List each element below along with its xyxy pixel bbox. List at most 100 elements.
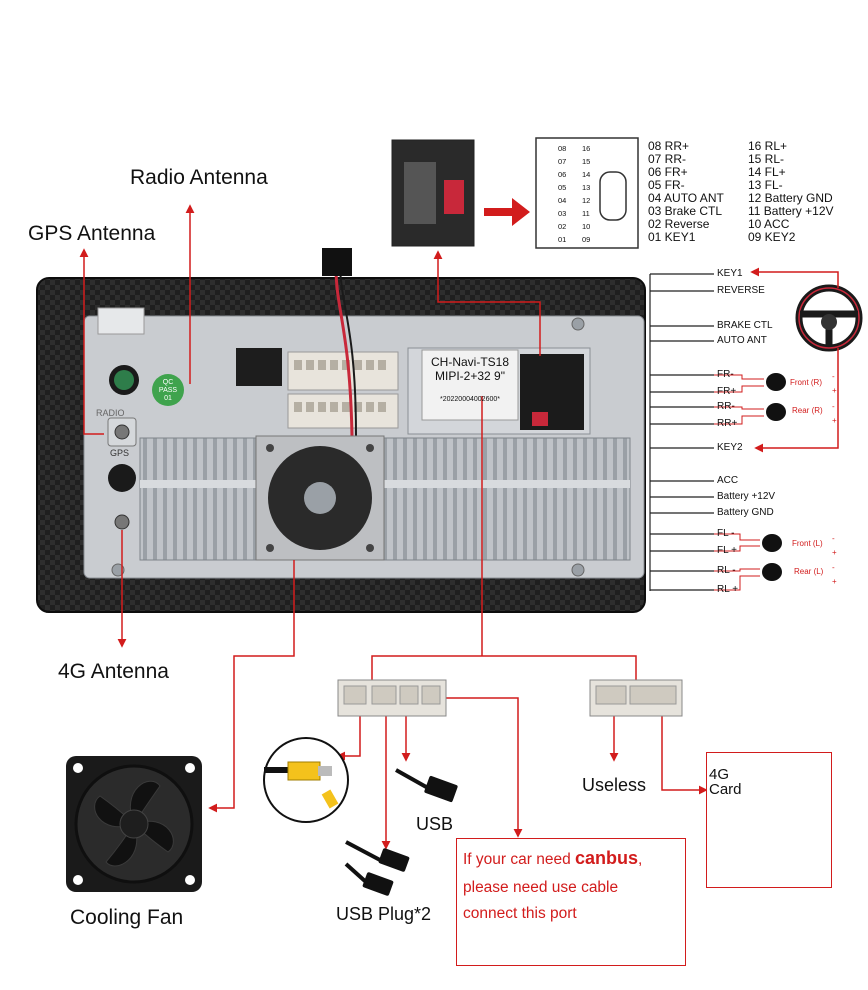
fan-pointer xyxy=(208,560,295,813)
pinout-item: 02 Reverse xyxy=(648,217,710,231)
pin-number: 16 xyxy=(582,144,591,153)
pin-number: 07 xyxy=(558,157,567,166)
usb-plug-label: USB Plug*2 xyxy=(336,904,432,924)
canbus-note-box: If your car need canbus, please need use… xyxy=(456,838,686,966)
qc-pass-badge: QC PASS 01 xyxy=(152,379,184,403)
canbus-note-line1: If your car need canbus, xyxy=(463,847,642,871)
speaker-plus-sign: + xyxy=(832,548,837,557)
pinout-item: 10 ACC xyxy=(748,217,790,231)
pinout-right-column: 16 RL+ 15 RL- 14 FL+ 13 FL- 12 Battery G… xyxy=(748,140,834,244)
cooling-fan-label: Cooling Fan xyxy=(70,906,184,929)
speaker-minus-sign: - xyxy=(832,372,835,381)
wire-label-rr-minus: RR- xyxy=(717,401,735,412)
canbus-note-suffix: , xyxy=(638,851,643,868)
pin-number: 06 xyxy=(558,170,567,179)
connector-tree xyxy=(371,396,637,680)
pinout-item: 14 FL+ xyxy=(748,165,786,179)
cooling-fan-icon xyxy=(66,756,202,892)
speaker-rear-l-label: Rear (L) xyxy=(794,567,824,576)
pin-number: 08 xyxy=(558,144,567,153)
qc-number-text: 01 xyxy=(164,395,172,402)
pin-numbers-right: 16 15 14 13 12 11 10 09 xyxy=(582,142,590,246)
canbus-note-bold: canbus xyxy=(575,848,639,868)
wire-label-key2: KEY2 xyxy=(717,442,743,453)
wire-label-acc: ACC xyxy=(717,475,739,486)
pinout-item: 05 FR- xyxy=(648,178,685,192)
rca-cable-icon xyxy=(263,737,349,823)
pinout-item: 03 Brake CTL xyxy=(648,204,723,218)
pin-number: 14 xyxy=(582,170,591,179)
wire-label-rr-plus: RR+ xyxy=(717,418,738,429)
wire-label-fl-minus: FL - xyxy=(717,528,735,539)
speaker-front-l-label: Front (L) xyxy=(792,539,823,548)
pinout-item: 15 RL- xyxy=(748,152,785,166)
unit-serial: *20220004002600* xyxy=(440,396,500,403)
unit-label: CH-Navi-TS18 MIPI-2+32 9" *2022000400260… xyxy=(422,355,518,407)
gps-socket-label: GPS xyxy=(110,448,130,458)
speaker-plus-sign: + xyxy=(832,386,837,395)
pin-connector-pointer xyxy=(433,250,541,356)
speaker-plus-sign: + xyxy=(832,416,837,425)
wire-label-fr-plus: FR+ xyxy=(717,386,737,397)
rca-pointer xyxy=(336,716,361,761)
pin-number: 03 xyxy=(558,209,567,218)
unit-spec: MIPI-2+32 9" xyxy=(435,369,505,383)
wire-label-rl-minus: RL - xyxy=(717,565,736,576)
wire-label-auto-ant: AUTO ANT xyxy=(717,335,767,346)
radio-socket-label: RADIO xyxy=(96,408,125,418)
speaker-front-r-label: Front (R) xyxy=(790,378,822,387)
canbus-note-prefix: If your car need xyxy=(463,851,576,868)
gps-antenna-label: GPS Antenna xyxy=(28,222,156,245)
useless-label: Useless xyxy=(582,775,647,795)
pin-connector-images xyxy=(391,137,639,249)
pinout-item: 09 KEY2 xyxy=(748,230,796,244)
fourg-card-box: 4G Card xyxy=(706,752,832,888)
pin-number: 15 xyxy=(582,157,591,166)
wire-label-rl-plus: RL + xyxy=(717,584,739,595)
fourg-card-pointer xyxy=(661,716,708,795)
pinout-item: 16 RL+ xyxy=(748,139,788,153)
key-return-line xyxy=(754,348,839,453)
pinout-left-column: 08 RR+ 07 RR- 06 FR+ 05 FR- 04 AUTO ANT … xyxy=(648,140,724,244)
wiring-harness-lines xyxy=(649,273,714,591)
speaker-rear-r-label: Rear (R) xyxy=(792,406,823,415)
qc-text: QC xyxy=(162,379,174,386)
speaker-minus-sign: - xyxy=(832,563,835,572)
qc-pass-text: PASS xyxy=(158,387,178,394)
wire-label-reverse: REVERSE xyxy=(717,285,765,296)
radio-antenna-label: Radio Antenna xyxy=(130,166,268,189)
pinout-item: 08 RR+ xyxy=(648,139,690,153)
pin-number: 04 xyxy=(558,196,567,205)
pinout-item: 04 AUTO ANT xyxy=(648,191,724,205)
speaker-minus-sign: - xyxy=(832,402,835,411)
wire-label-brake: BRAKE CTL xyxy=(717,320,773,331)
pinout-item: 07 RR- xyxy=(648,152,687,166)
pin-number: 05 xyxy=(558,183,567,192)
pin-number: 10 xyxy=(582,222,591,231)
pin-number: 02 xyxy=(558,222,567,231)
wire-label-battery-12v: Battery +12V xyxy=(717,491,776,502)
usb-cable-icons xyxy=(344,768,458,896)
pin-number: 11 xyxy=(582,209,590,218)
pin-number: 09 xyxy=(582,235,591,244)
pin-number: 13 xyxy=(582,183,591,192)
pinout-item: 13 FL- xyxy=(748,178,783,192)
antenna-sockets xyxy=(107,365,184,530)
lower-connectors xyxy=(337,679,683,717)
fourg-antenna-label: 4G Antenna xyxy=(58,660,169,683)
key1-line xyxy=(750,267,839,288)
fourg-card-label: 4G Card xyxy=(709,766,742,798)
pin-number: 12 xyxy=(582,196,591,205)
pin-numbers-left: 08 07 06 05 04 03 02 01 xyxy=(558,142,566,246)
gps-antenna-pointer xyxy=(79,248,104,435)
speaker-icons xyxy=(714,373,786,591)
canbus-note-line2: please need use cable xyxy=(463,879,619,896)
pinout-item: 11 Battery +12V xyxy=(748,204,834,218)
pinout-item: 06 FR+ xyxy=(648,165,688,179)
speaker-minus-sign: - xyxy=(832,534,835,543)
unit-fan xyxy=(255,435,385,561)
pinout-item: 01 KEY1 xyxy=(648,230,696,244)
pin-number: 01 xyxy=(558,235,567,244)
unit-model: CH-Navi-TS18 xyxy=(430,355,509,369)
